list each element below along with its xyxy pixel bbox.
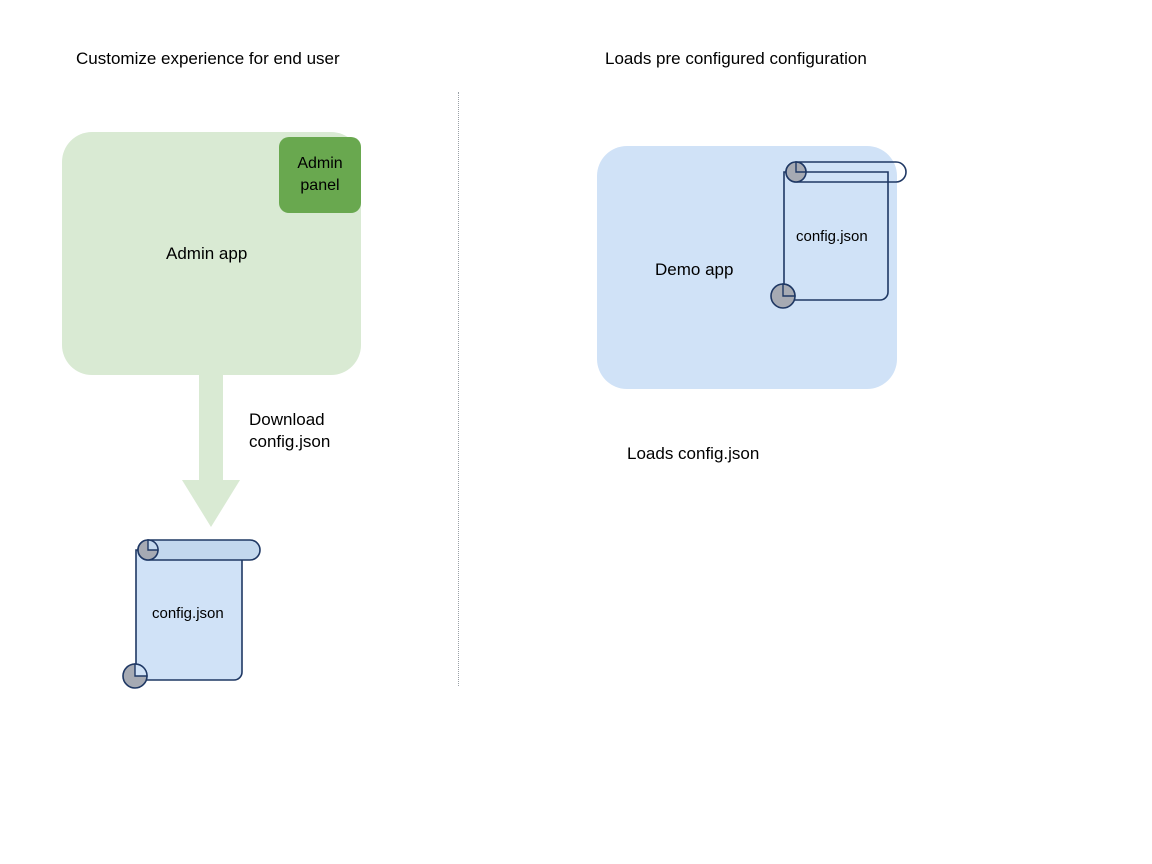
config-json-document-right[interactable] [768,152,910,310]
demo-app-label: Demo app [655,260,734,279]
demo-app-box [597,146,897,389]
download-arrow-label-line1: Download [249,410,325,429]
left-section-title: Customize experience for end user [76,49,340,68]
admin-panel-label: Admin panel [297,153,342,197]
admin-panel-badge[interactable]: Admin panel [279,137,361,213]
right-section-title: Loads pre configured configuration [605,49,867,68]
loads-config-caption: Loads config.json [627,444,760,463]
download-arrow-icon [182,372,240,527]
section-divider [458,92,459,686]
config-json-label-right: config.json [796,228,868,245]
config-json-label-left: config.json [152,605,224,622]
admin-panel-label-line2: panel [300,177,340,194]
download-arrow-label: Download config.json [249,409,330,453]
download-arrow-label-line2: config.json [249,432,331,451]
config-json-document-left[interactable] [118,528,266,690]
admin-app-label: Admin app [166,244,248,263]
admin-panel-label-line1: Admin [297,155,343,172]
